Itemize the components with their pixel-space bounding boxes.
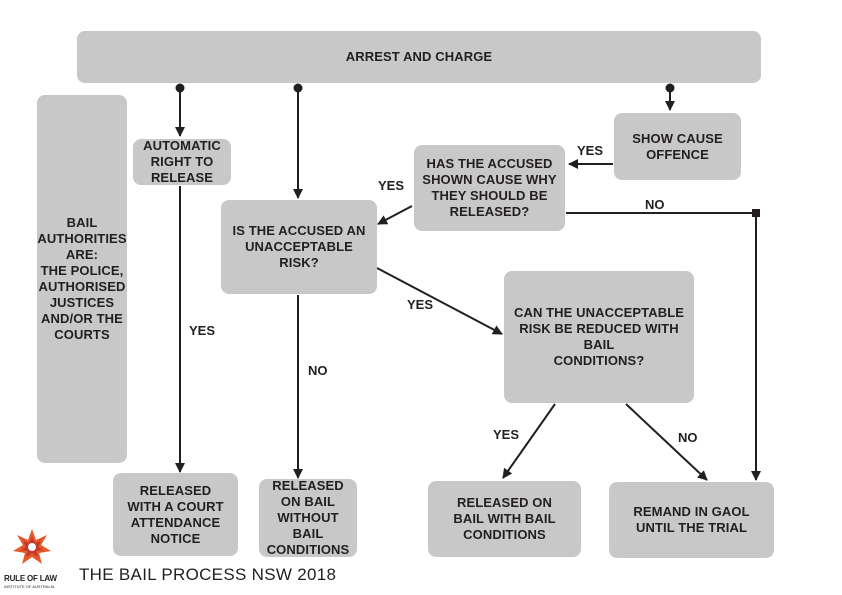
edge-reduced-remand [625,403,708,481]
edge-label-yes: YES [577,143,604,158]
junction-dot [293,83,303,93]
node-withoutbail-label: RELEASED ON BAIL WITHOUT BAIL CONDITIONS [266,478,350,557]
junction-dot [665,83,675,93]
diagram-title: THE BAIL PROCESS NSW 2018 [79,565,337,584]
node-released-court-notice: RELEASED WITH A COURT ATTENDANCE NOTICE [113,473,238,556]
node-automatic-label: AUTOMATIC RIGHT TO RELEASE [143,138,221,185]
node-showcause-label: SHOW CAUSE OFFENCE [632,130,723,162]
node-automatic-right: AUTOMATIC RIGHT TO RELEASE [133,138,231,185]
rule-of-law-logo-icon [13,529,51,564]
node-withbail-label: RELEASED ON BAIL WITH BAIL CONDITIONS [453,495,556,542]
node-arrest-label: ARREST AND CHARGE [345,49,493,64]
node-has-shown-cause: HAS THE ACCUSED SHOWN CAUSE WHY THEY SHO… [414,145,565,231]
logo-subtitle: INSTITUTE OF AUSTRALIA [4,584,55,589]
edge-label-no: NO [678,430,698,445]
node-risk-reduced: CAN THE UNACCEPTABLE RISK BE REDUCED WIT… [504,271,694,403]
edge-risk-reduced [376,267,503,335]
edge-label-yes: YES [493,427,520,442]
node-remand-in-gaol: REMAND IN GAOL UNTIL THE TRIAL [609,482,774,558]
node-risk-label: IS THE ACCUSED AN UNACCEPTABLE RISK? [232,223,366,270]
node-hasshown-label: HAS THE ACCUSED SHOWN CAUSE WHY THEY SHO… [422,156,557,219]
logo-name: RULE OF LAW [4,574,57,583]
edge-label-no: NO [308,363,328,378]
edge-label-yes: YES [378,178,405,193]
node-reduced-label: CAN THE UNACCEPTABLE RISK BE REDUCED WIT… [513,305,685,368]
edge-shown-risk [377,205,413,225]
node-arrest-and-charge: ARREST AND CHARGE [77,31,761,83]
edge-label-no: NO [645,197,665,212]
edge-label-yes: YES [407,297,434,312]
node-show-cause-offence: SHOW CAUSE OFFENCE [614,113,741,180]
node-notice-label: RELEASED WITH A COURT ATTENDANCE NOTICE [127,482,224,546]
node-bail-authorities: BAIL AUTHORITIES ARE: THE POLICE, AUTHOR… [37,95,127,463]
node-authorities-label: BAIL AUTHORITIES ARE: THE POLICE, AUTHOR… [37,215,127,342]
edge-reduced-withbail [502,403,556,479]
node-remand-label: REMAND IN GAOL UNTIL THE TRIAL [633,504,750,535]
node-released-with-conditions: RELEASED ON BAIL WITH BAIL CONDITIONS [428,481,581,557]
junction-square [752,209,760,217]
node-unacceptable-risk: IS THE ACCUSED AN UNACCEPTABLE RISK? [221,200,377,294]
node-released-without-conditions: RELEASED ON BAIL WITHOUT BAIL CONDITIONS [259,478,357,557]
junction-dot [175,83,185,93]
edge-label-yes: YES [189,323,216,338]
